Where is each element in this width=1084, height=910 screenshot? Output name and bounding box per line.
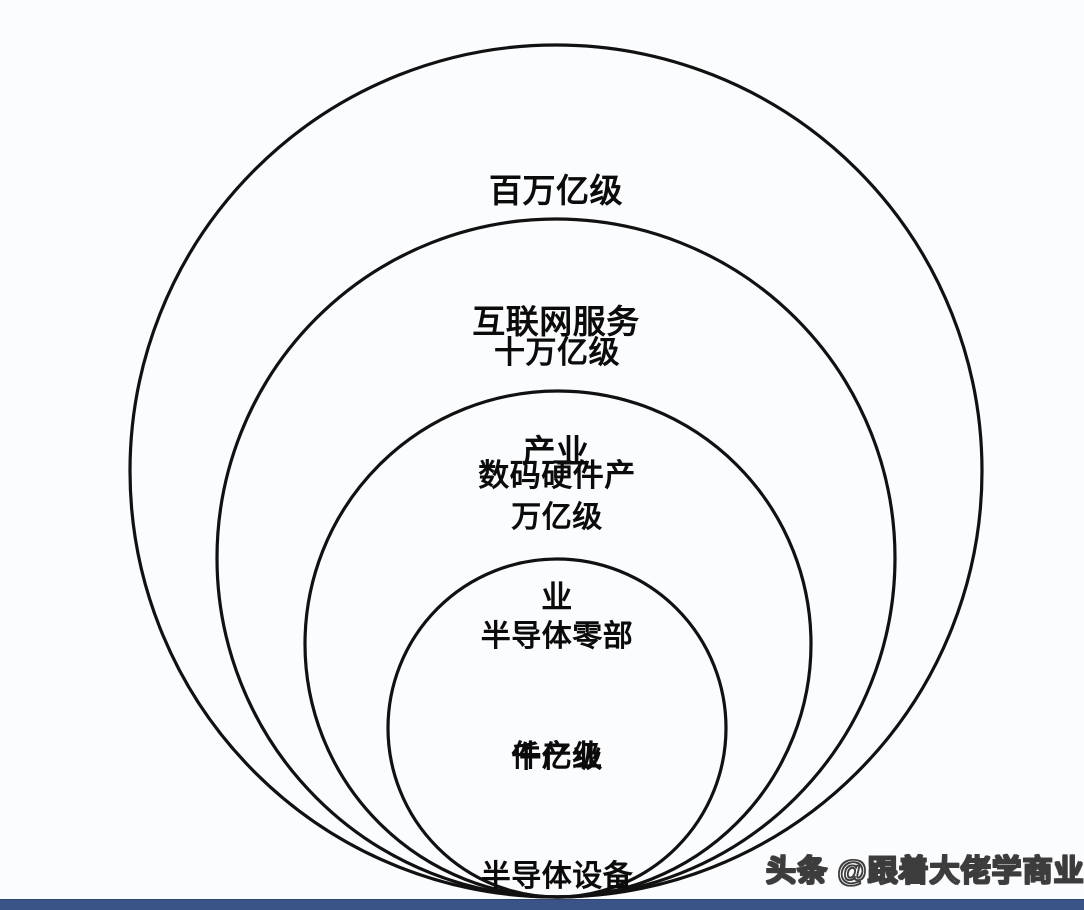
ring-4-name-line-1: 半导体设备 (480, 860, 634, 894)
ring-1-tier: 百万亿级 (489, 174, 623, 211)
ring-2-name-line-1: 数码硬件产 (478, 457, 636, 493)
ring-3-name-line-2: 件产业 (511, 740, 603, 774)
ring-2-name-line-2: 业 (541, 580, 573, 616)
ring-1-label: 百万亿级 互联网服务 产业 (406, 84, 706, 563)
ring-3-name-line-1: 半导体零部 (480, 620, 634, 654)
ring-3-label: 万亿级 半导体零部 件产业 (432, 418, 682, 857)
circle-ring-4 (386, 557, 728, 899)
ring-2-label: 十万亿级 数码硬件产 业 (421, 251, 693, 701)
ring-3-tier: 万亿级 (511, 500, 603, 534)
ring-1-name-line-1: 互联网服务 (472, 304, 640, 341)
bottom-bar (0, 899, 1084, 910)
ring-4-label: 千亿级 半导体设备 产业 (432, 658, 682, 910)
ring-1-name-line-2: 产业 (522, 435, 590, 472)
watermark-text: 头条 @跟着大佬学商业 (765, 854, 1084, 888)
ring-2-tier: 十万亿级 (494, 334, 620, 370)
ring-4-tier: 千亿级 (511, 740, 603, 774)
